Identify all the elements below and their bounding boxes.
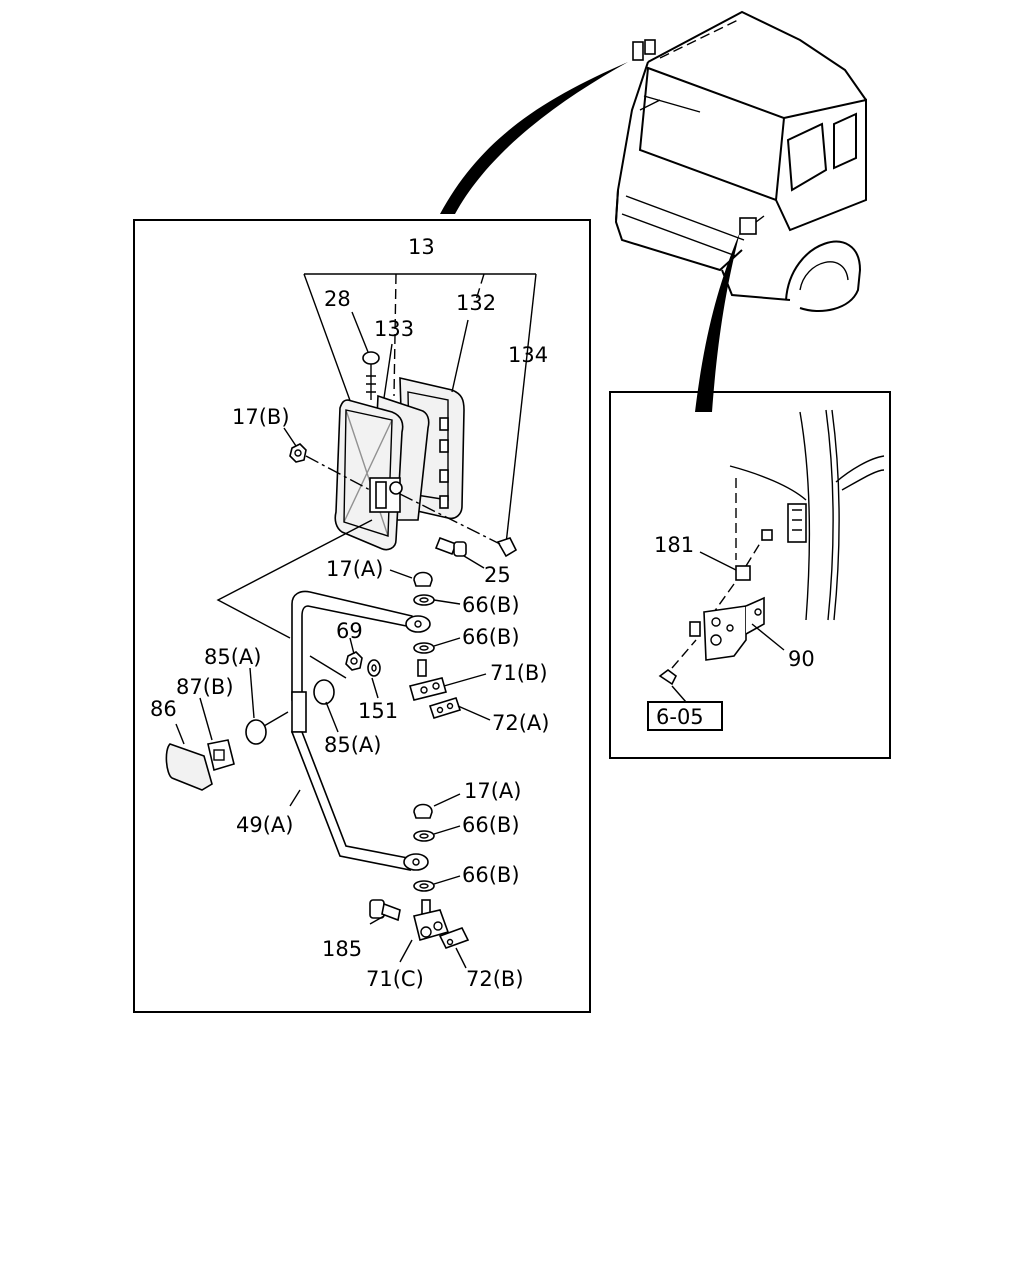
label-66b-1: 66(B) bbox=[462, 593, 520, 617]
nut-17b bbox=[289, 443, 307, 463]
label-6-05: 6-05 bbox=[656, 705, 704, 729]
clip-134 bbox=[496, 537, 518, 558]
washer-66b-3 bbox=[413, 830, 435, 842]
plate-72b bbox=[438, 927, 470, 969]
reference-box-6-05[interactable]: 6-05 bbox=[647, 701, 723, 731]
label-181: 181 bbox=[654, 533, 694, 557]
label-134: 134 bbox=[508, 343, 548, 367]
label-151: 151 bbox=[358, 699, 398, 723]
label-86: 86 bbox=[150, 697, 177, 721]
label-87b: 87(B) bbox=[176, 675, 234, 699]
label-28: 28 bbox=[324, 287, 351, 311]
washer-151 bbox=[367, 659, 381, 677]
label-17a-upper: 17(A) bbox=[326, 557, 383, 581]
label-66b-3: 66(B) bbox=[462, 813, 520, 837]
label-90: 90 bbox=[788, 647, 815, 671]
bracket-71b bbox=[409, 659, 487, 701]
bracket-71c bbox=[399, 899, 450, 963]
label-69: 69 bbox=[336, 619, 363, 643]
pointer-to-mirror-box bbox=[440, 62, 628, 214]
screw-28 bbox=[362, 351, 380, 400]
label-71c: 71(C) bbox=[366, 967, 424, 991]
cap-nut-17a-upper bbox=[389, 569, 433, 587]
label-72a: 72(A) bbox=[492, 711, 549, 735]
washer-66b-4 bbox=[413, 880, 435, 892]
cap-85a-right bbox=[313, 679, 339, 733]
label-185: 185 bbox=[322, 937, 362, 961]
truck-cab-illustration bbox=[614, 10, 867, 312]
label-17a-lower: 17(A) bbox=[464, 779, 521, 803]
cab-door-edge bbox=[729, 409, 885, 621]
mirror-assembly-frame bbox=[133, 219, 591, 1013]
bolt-6-05-ref bbox=[658, 639, 697, 703]
label-13: 13 bbox=[408, 235, 435, 259]
label-66b-2: 66(B) bbox=[462, 625, 520, 649]
label-66b-4: 66(B) bbox=[462, 863, 520, 887]
stay-arm-49a bbox=[290, 590, 431, 872]
part-labels: 13 28 133 132 134 17(B) 25 17(A) 66(B) 6… bbox=[150, 235, 815, 991]
label-85a-right: 85(A) bbox=[324, 733, 381, 757]
label-132: 132 bbox=[456, 291, 496, 315]
cover-86 bbox=[165, 723, 213, 791]
nut-69 bbox=[345, 651, 363, 671]
pointer-to-bracket-box bbox=[695, 232, 740, 412]
washer-66b-2 bbox=[413, 642, 435, 654]
label-71b: 71(B) bbox=[490, 661, 548, 685]
washer-66b-1 bbox=[413, 594, 435, 606]
plate-72a bbox=[428, 697, 491, 721]
label-17b: 17(B) bbox=[232, 405, 290, 429]
bracket-90 bbox=[689, 596, 785, 661]
bracket-detail-frame bbox=[609, 391, 891, 759]
plate-181 bbox=[699, 529, 773, 613]
mirror-main bbox=[334, 399, 404, 551]
cap-nut-17a-lower bbox=[413, 793, 461, 819]
bolt-185 bbox=[369, 899, 401, 925]
assembly-13-bracket bbox=[303, 273, 537, 545]
cap-85a-left bbox=[245, 667, 289, 745]
label-49a: 49(A) bbox=[236, 813, 293, 837]
label-72b: 72(B) bbox=[466, 967, 524, 991]
bolt-25 bbox=[434, 536, 467, 557]
label-85a-left: 85(A) bbox=[204, 645, 261, 669]
clamp-87b bbox=[199, 697, 235, 772]
label-25: 25 bbox=[484, 563, 511, 587]
label-133: 133 bbox=[374, 317, 414, 341]
